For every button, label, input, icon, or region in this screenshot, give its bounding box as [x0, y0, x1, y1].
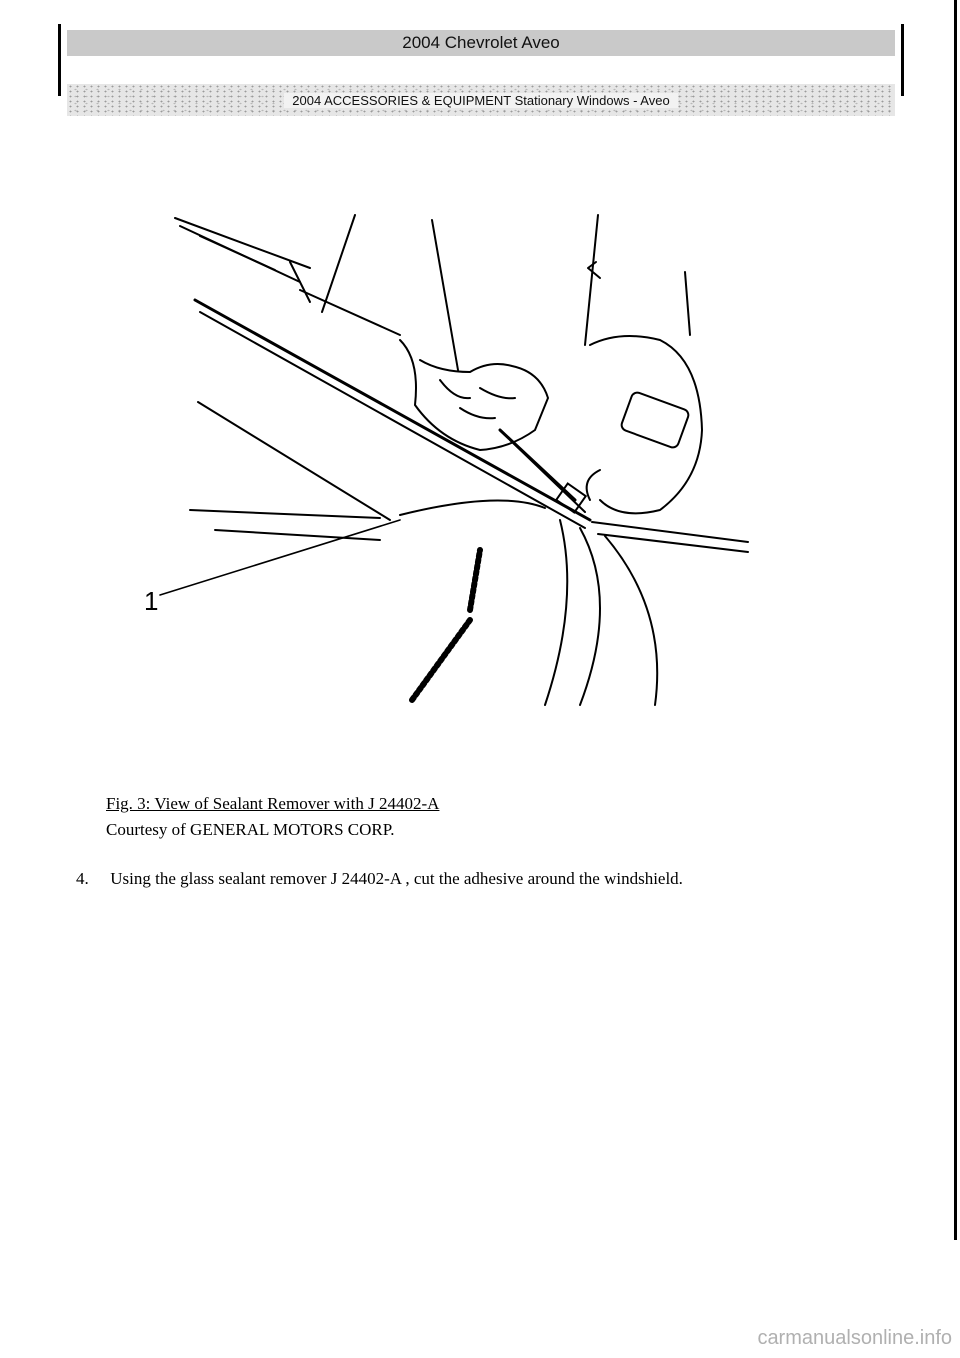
step-number: 4. [76, 869, 89, 888]
illustration-svg [159, 214, 749, 706]
procedure-step: 4. Using the glass sealant remover J 244… [76, 869, 683, 889]
callout-label-1: 1 [144, 586, 159, 616]
step-text: Using the glass sealant remover J 24402-… [110, 869, 683, 888]
header-title: 2004 Chevrolet Aveo [67, 30, 895, 56]
header-subtitle: 2004 ACCESSORIES & EQUIPMENT Stationary … [284, 92, 678, 108]
watermark-text: carmanualsonline.info [757, 1327, 952, 1349]
page-header: 2004 Chevrolet Aveo 2004 ACCESSORIES & E… [58, 24, 904, 116]
header-subtitle-bar: 2004 ACCESSORIES & EQUIPMENT Stationary … [67, 84, 895, 116]
sealant-remover-illustration: 1 [130, 200, 770, 720]
figure-caption: Fig. 3: View of Sealant Remover with J 2… [106, 794, 440, 813]
page-right-rule [954, 0, 957, 1240]
figure-courtesy: Courtesy of GENERAL MOTORS CORP. [106, 820, 395, 839]
